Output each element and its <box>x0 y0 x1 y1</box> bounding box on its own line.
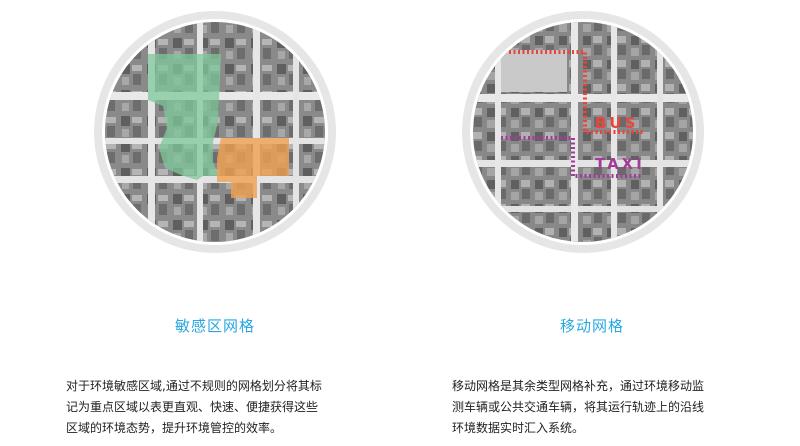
description-line: 记为重点区域以表更直观、快速、便捷获得这些 <box>66 400 319 414</box>
mobile-grid-map-svg: BUS TAXI <box>462 11 704 253</box>
description-line: 区域的环境态势，提升环境管控的效率。 <box>66 421 283 435</box>
green-sensitive-zone <box>148 54 221 180</box>
sensitive-area-map <box>93 10 337 254</box>
taxi-route <box>501 136 643 178</box>
sensitive-area-map-svg <box>94 11 336 253</box>
panel-title: 敏感区网格 <box>174 317 255 335</box>
aerial-photo <box>473 22 693 242</box>
aerial-photo <box>105 22 325 242</box>
sensitive-area-grid-panel: 敏感区网格 对于环境敏感区域,通过不规则的网格划分将其标 记为重点区域以表更直观… <box>66 10 366 439</box>
panel-description: 对于环境敏感区域,通过不规则的网格划分将其标 记为重点区域以表更直观、快速、便捷… <box>66 376 366 439</box>
mobile-grid-map: BUS TAXI <box>461 10 705 254</box>
panel-description: 移动网格是其余类型网格补充，通过环境移动监 测车辆或公共交通车辆，将其运行轨迹上… <box>452 376 752 439</box>
description-line: 移动网格是其余类型网格补充，通过环境移动监 <box>452 379 705 393</box>
taxi-route-label: TAXI <box>595 155 645 173</box>
bus-route-label: BUS <box>595 114 638 132</box>
panel-title: 移动网格 <box>559 317 624 335</box>
bus-route <box>509 50 643 134</box>
description-line: 测车辆或公共交通车辆，将其运行轨迹上的沿线 <box>452 400 705 414</box>
orange-sensitive-zone <box>217 138 289 198</box>
description-line: 对于环境敏感区域,通过不规则的网格划分将其标 <box>66 379 322 393</box>
description-line: 环境数据实时汇入系统。 <box>452 421 585 435</box>
mobile-grid-panel: BUS TAXI 移动网格 移动网格是其余类型网格补充，通过环境移动监 测车辆或… <box>400 0 800 446</box>
